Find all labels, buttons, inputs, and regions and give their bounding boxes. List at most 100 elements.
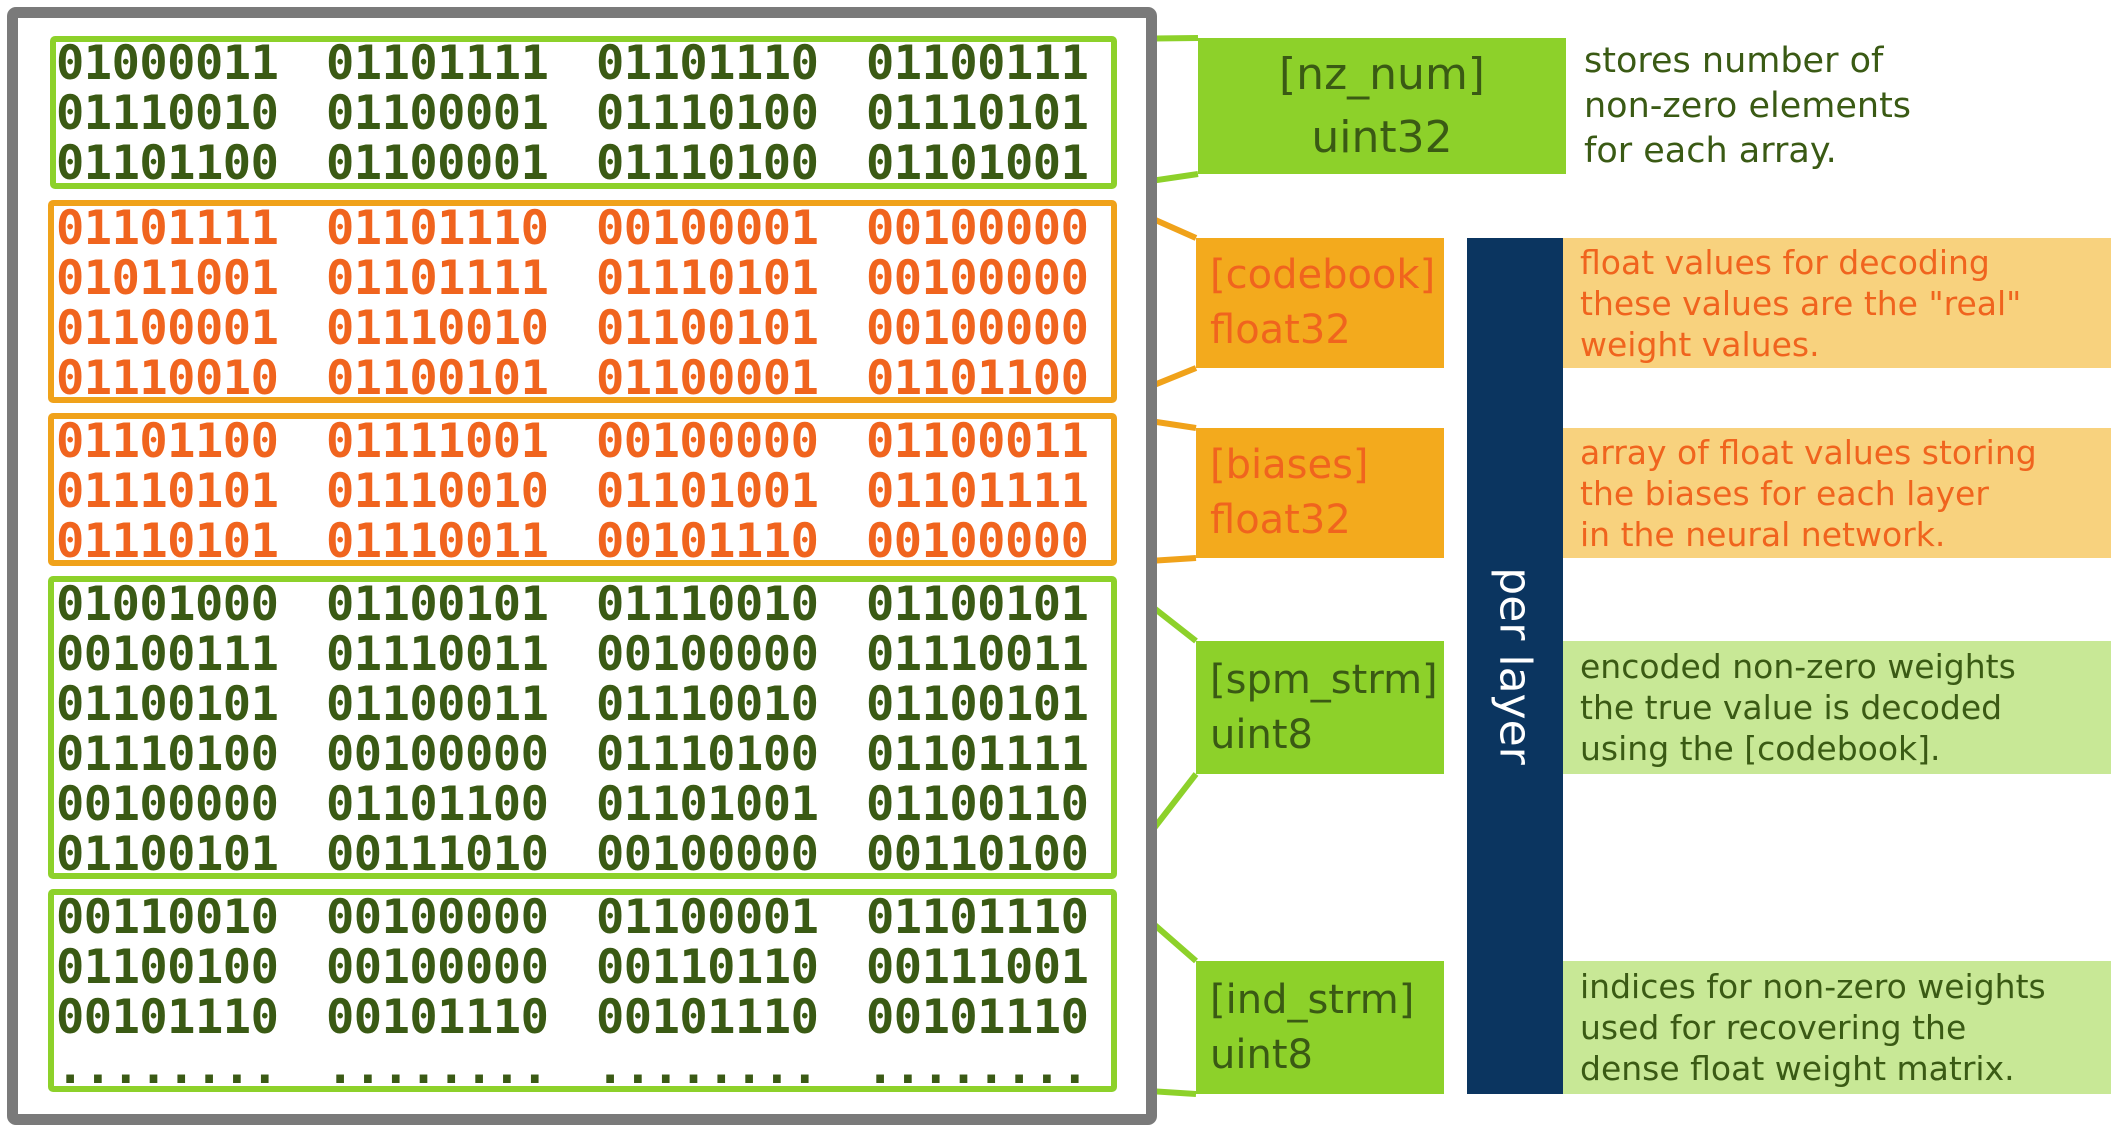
- binary-word: 00101110: [596, 514, 819, 569]
- section-codebook: [48, 200, 1117, 403]
- binary-word: 01101100: [326, 777, 549, 832]
- binary-word: 00100000: [596, 827, 819, 882]
- label-name: [spm_strm]: [1210, 656, 1438, 703]
- binary-word: 00100000: [56, 777, 279, 832]
- binary-word: ........: [56, 1040, 279, 1095]
- label-name: [biases]: [1210, 442, 1369, 488]
- label-name: [codebook]: [1210, 252, 1436, 298]
- binary-word: 00101110: [56, 990, 279, 1045]
- binary-word: 01110011: [326, 627, 549, 682]
- binary-word: 01110100: [596, 86, 819, 141]
- description-line: weight values.: [1580, 324, 1820, 364]
- binary-word: 01101001: [596, 464, 819, 519]
- binary-word: 01101111: [56, 201, 279, 256]
- binary-row: 01110010 01100001 01110100 01110101: [56, 89, 1136, 139]
- binary-word: 01011001: [56, 251, 279, 306]
- description-line: for each array.: [1584, 130, 1837, 171]
- binary-word: 01100001: [596, 351, 819, 406]
- label-name: [ind_strm]: [1210, 976, 1415, 1023]
- label-type: uint8: [1210, 1031, 1313, 1078]
- binary-word: ........: [866, 1040, 1089, 1095]
- label-ind_strm: [ind_strm] uint8: [1196, 961, 1444, 1094]
- section-spm_strm: [48, 576, 1117, 879]
- binary-word: 01100101: [56, 677, 279, 732]
- binary-word: 01101110: [866, 890, 1089, 945]
- binary-word: 00100000: [596, 414, 819, 469]
- label-type: uint32: [1311, 112, 1453, 163]
- binary-word: 00100000: [596, 627, 819, 682]
- binary-word: 01101001: [596, 777, 819, 832]
- description-line: used for recovering the: [1580, 1008, 1967, 1047]
- label-nz_num: [nz_num]uint32: [1198, 38, 1566, 174]
- binary-word: 01101111: [866, 464, 1089, 519]
- description-line: in the neural network.: [1580, 514, 1946, 554]
- description-line: these values are the "real": [1580, 283, 2022, 323]
- binary-word: 01100110: [866, 777, 1089, 832]
- binary-word: 01100101: [866, 577, 1089, 632]
- binary-word: 00100111: [56, 627, 279, 682]
- binary-word: 01101110: [326, 201, 549, 256]
- section-nz_num: [50, 36, 1117, 189]
- binary-word: 00111010: [326, 827, 549, 882]
- section-biases: [48, 413, 1117, 566]
- binary-row: 01100100 00100000 00110110 00111001: [56, 943, 1136, 993]
- description-line: the true value is decoded: [1580, 688, 2003, 727]
- binary-word: 01110101: [866, 86, 1089, 141]
- binary-word: 00100000: [326, 940, 549, 995]
- description-line: float values for decoding: [1580, 242, 1990, 282]
- binary-word: 01110100: [56, 727, 279, 782]
- binary-word: ........: [326, 1040, 549, 1095]
- binary-word: 00110100: [866, 827, 1089, 882]
- description-line: encoded non-zero weights: [1580, 647, 2016, 686]
- binary-word: ........: [596, 1040, 819, 1095]
- binary-word: 00100000: [866, 514, 1089, 569]
- binary-word: 00111001: [866, 940, 1089, 995]
- binary-word: 00110110: [596, 940, 819, 995]
- binary-word: 00101110: [596, 990, 819, 1045]
- description-line: array of float values storing: [1580, 432, 2037, 472]
- binary-word: 01110010: [596, 677, 819, 732]
- binary-word: 01101111: [326, 251, 549, 306]
- binary-word: 01110100: [596, 136, 819, 191]
- section-ind_strm: [48, 889, 1117, 1092]
- binary-word: 01100011: [326, 677, 549, 732]
- label-spm_strm: [spm_strm]uint8: [1196, 641, 1444, 774]
- binary-word: 01101100: [56, 136, 279, 191]
- binary-word: 01101111: [326, 36, 549, 91]
- label-codebook: [codebook]float32: [1196, 238, 1444, 368]
- binary-word: 00110010: [56, 890, 279, 945]
- binary-word: 01110010: [596, 577, 819, 632]
- binary-word: 01110101: [596, 251, 819, 306]
- binary-word: 00100000: [866, 301, 1089, 356]
- binary-word: 01110010: [56, 86, 279, 141]
- binary-word: 01100001: [326, 86, 549, 141]
- description-line: the biases for each layer: [1580, 473, 1989, 513]
- binary-word: 01000011: [56, 36, 279, 91]
- binary-word: 00100000: [326, 890, 549, 945]
- binary-word: 00100000: [866, 201, 1089, 256]
- binary-word: 01100100: [56, 940, 279, 995]
- binary-word: 01110010: [326, 464, 549, 519]
- binary-word: 01110010: [326, 301, 549, 356]
- binary-word: 01111001: [326, 414, 549, 469]
- binary-word: 01110011: [326, 514, 549, 569]
- binary-word: 01100101: [56, 827, 279, 882]
- binary-word: 01101110: [596, 36, 819, 91]
- binary-word: 00101110: [866, 990, 1089, 1045]
- description-line: indices for non-zero weights: [1580, 967, 2046, 1006]
